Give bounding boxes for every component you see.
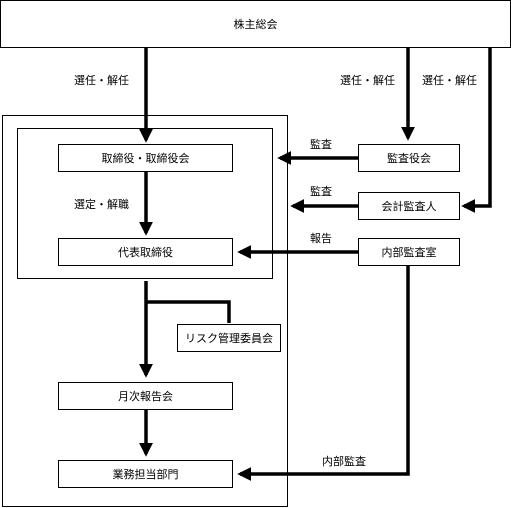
box-risk-committee: リスク管理委員会 [177, 324, 281, 352]
box-business-departments: 業務担当部門 [58, 460, 233, 488]
arrow-shareholders-to-accounting-auditor [461, 48, 492, 213]
label-audit-2: 監査 [310, 185, 332, 198]
company-outer-frame [2, 115, 288, 507]
label-appoint-dismiss-mid: 選任・解任 [340, 74, 395, 87]
label-audit-1: 監査 [310, 138, 332, 151]
arrow-internal-audit-to-business [237, 266, 410, 481]
label-internal-audit: 内部監査 [322, 455, 366, 468]
box-accounting-auditor: 会計監査人 [358, 192, 460, 220]
box-audit-board: 監査役会 [358, 144, 460, 172]
label-appoint-dismiss-left: 選任・解任 [74, 74, 129, 87]
label-appoint-dismiss-right: 選任・解任 [422, 74, 477, 87]
box-directors: 取締役・取締役会 [58, 144, 233, 172]
box-internal-audit-office: 内部監査室 [358, 238, 460, 266]
label-select-dismiss: 選定・解職 [74, 198, 129, 211]
label-report: 報告 [310, 232, 332, 245]
connector-to-risk-committee [146, 300, 231, 323]
box-representative-director: 代表取締役 [58, 238, 233, 266]
box-monthly-report-meeting: 月次報告会 [58, 382, 233, 410]
box-shareholders-meeting: 株主総会 [0, 0, 511, 48]
board-inner-frame [17, 128, 273, 279]
